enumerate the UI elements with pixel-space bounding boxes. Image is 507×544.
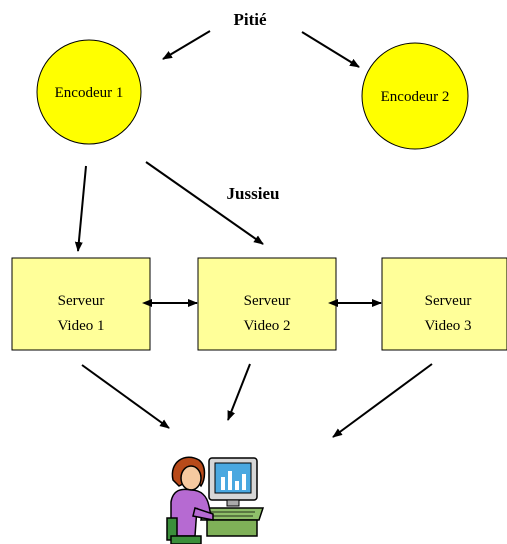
arrow-encoder-1-to-server-1 bbox=[74, 165, 87, 252]
server-video-1-label-line2: Video 1 bbox=[57, 318, 104, 334]
server-video-2-label-line2: Video 2 bbox=[243, 318, 290, 334]
site-label-jussieu: Jussieu bbox=[227, 184, 280, 203]
server-video-1-box bbox=[11, 257, 151, 351]
server-video-2-label-line1: Serveur bbox=[244, 293, 291, 309]
encoder-1-circle bbox=[36, 39, 142, 145]
server-video-1: Serveur Video 1 bbox=[11, 257, 151, 351]
person-at-computer-icon bbox=[166, 456, 265, 544]
encoder-1-label: Encodeur 1 bbox=[55, 85, 124, 101]
arrow-encoder-1-to-server-2 bbox=[145, 161, 264, 245]
server-video-3-box bbox=[381, 257, 507, 351]
server-video-3: Serveur Video 3 bbox=[381, 257, 507, 351]
arrow-server-2-to-client bbox=[227, 363, 251, 421]
server-video-3-label-line1: Serveur bbox=[425, 293, 472, 309]
arrow-pitie-to-encoder-1 bbox=[162, 30, 211, 60]
arrow-pitie-to-encoder-2 bbox=[301, 31, 360, 68]
server-video-3-label-line2: Video 3 bbox=[424, 318, 471, 334]
arrow-server-1-to-client bbox=[81, 364, 170, 429]
server-video-1-label-line1: Serveur bbox=[58, 293, 105, 309]
arrow-server-3-to-client bbox=[332, 363, 433, 438]
encoder-1: Encodeur 1 bbox=[36, 39, 142, 145]
encoder-2: Encodeur 2 bbox=[361, 42, 469, 150]
encoder-2-circle bbox=[361, 42, 469, 150]
server-video-2: Serveur Video 2 bbox=[197, 257, 337, 351]
encoder-2-label: Encodeur 2 bbox=[381, 89, 450, 105]
site-label-pitie: Pitié bbox=[233, 10, 266, 29]
